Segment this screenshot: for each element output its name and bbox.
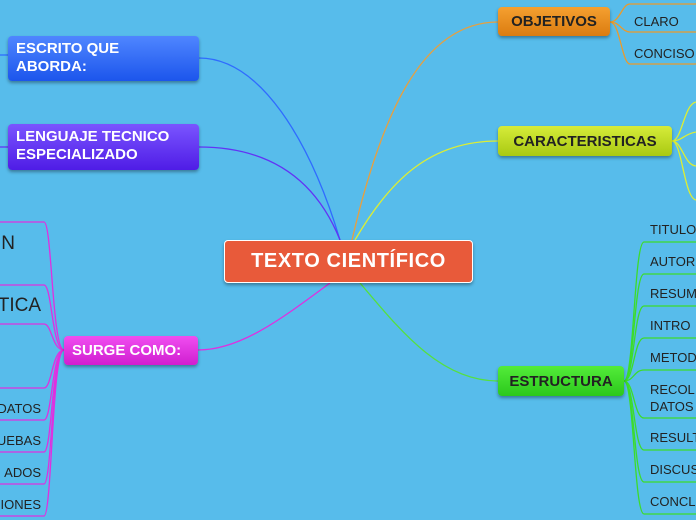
leaf-label: N bbox=[1, 233, 15, 254]
node-objetivos[interactable]: OBJETIVOS bbox=[498, 7, 610, 36]
leaf-label: DISCUS bbox=[650, 462, 696, 477]
node-escrito-que-aborda[interactable]: ESCRITO QUE ABORDA: bbox=[8, 36, 199, 81]
node-objetivos-label: OBJETIVOS bbox=[511, 13, 597, 30]
leaf-objetivos-conciso[interactable]: CONCISO bbox=[634, 45, 695, 62]
node-estructura-label: ESTRUCTURA bbox=[509, 372, 613, 390]
leaf-surge-1[interactable]: N bbox=[1, 233, 15, 254]
leaf-label: IONES bbox=[0, 497, 41, 512]
leaf-estructura-metod[interactable]: METOD bbox=[650, 349, 696, 366]
leaf-label: METOD bbox=[650, 350, 696, 365]
leaf-estructura-result[interactable]: RESULT bbox=[650, 429, 696, 446]
leaf-label: UEBAS bbox=[0, 433, 41, 448]
leaf-estructura-recol-datos[interactable]: RECOL DATOS bbox=[650, 381, 696, 415]
leaf-label: TICA bbox=[0, 295, 41, 316]
node-estructura[interactable]: ESTRUCTURA bbox=[498, 366, 624, 396]
leaf-label: AUTOR bbox=[650, 254, 696, 269]
leaf-label: CLARO bbox=[634, 14, 679, 29]
leaf-surge-2[interactable]: TICA bbox=[0, 295, 41, 316]
leaf-label: RECOL DATOS bbox=[650, 382, 695, 414]
leaf-surge-7[interactable]: IONES bbox=[1, 496, 41, 513]
node-surge-como[interactable]: SURGE COMO: bbox=[64, 336, 198, 365]
node-lenguaje-label: LENGUAJE TECNICO ESPECIALIZADO bbox=[16, 128, 170, 163]
leaf-estructura-intro[interactable]: INTRO bbox=[650, 317, 690, 334]
leaf-label: CONCISO bbox=[634, 46, 695, 61]
leaf-surge-4[interactable]: DATOS bbox=[0, 400, 41, 417]
leaf-surge-5[interactable]: UEBAS bbox=[0, 432, 41, 449]
leaf-estructura-concl[interactable]: CONCL bbox=[650, 493, 696, 510]
node-caracteristicas[interactable]: CARACTERISTICAS bbox=[498, 126, 672, 156]
leaf-objetivos-claro[interactable]: CLARO bbox=[634, 13, 679, 30]
leaf-label: RESUMEN bbox=[650, 286, 696, 301]
leaf-label: INTRO bbox=[650, 318, 691, 333]
node-caracteristicas-label: CARACTERISTICAS bbox=[513, 132, 657, 150]
leaf-surge-6[interactable]: ADOS bbox=[4, 464, 41, 481]
leaf-label: TITULO bbox=[650, 222, 696, 237]
leaf-estructura-titulo[interactable]: TITULO bbox=[650, 221, 696, 238]
leaf-estructura-resumen[interactable]: RESUMEN bbox=[650, 285, 696, 302]
leaf-label: CONCL bbox=[650, 494, 696, 509]
central-topic[interactable]: TEXTO CIENTÍFICO bbox=[224, 240, 473, 283]
node-escrito-label: ESCRITO QUE ABORDA: bbox=[16, 40, 120, 75]
leaf-label: ADOS bbox=[4, 465, 41, 480]
central-topic-label: TEXTO CIENTÍFICO bbox=[251, 250, 446, 272]
node-surge-label: SURGE COMO: bbox=[72, 341, 182, 359]
leaf-estructura-discus[interactable]: DISCUS bbox=[650, 461, 696, 478]
leaf-label: DATOS bbox=[0, 401, 41, 416]
leaf-estructura-autor[interactable]: AUTOR bbox=[650, 253, 695, 270]
leaf-label: RESULT bbox=[650, 430, 696, 445]
node-lenguaje-tecnico[interactable]: LENGUAJE TECNICO ESPECIALIZADO bbox=[8, 124, 199, 170]
